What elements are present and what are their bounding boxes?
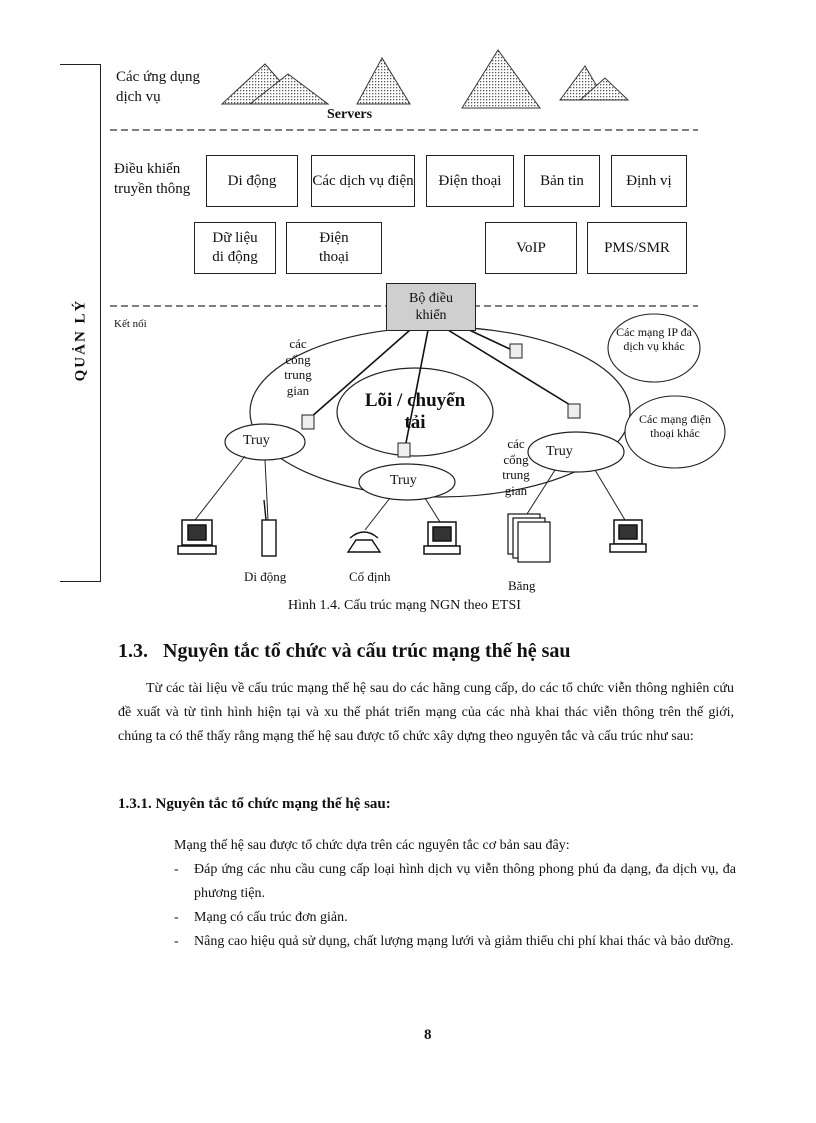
computer-icon <box>423 521 461 555</box>
access-ellipse-right <box>527 431 625 473</box>
ip-network-cloud <box>607 313 701 383</box>
phone-network-label: Các mạng điện thoại khác <box>639 412 711 441</box>
principles-list: Mạng thế hệ sau được tổ chức dựa trên cá… <box>170 834 736 954</box>
list-item: Nâng cao hiệu quả sử dụng, chất lượng mạ… <box>170 930 736 954</box>
section-number: 1.3. <box>118 640 148 662</box>
server-mountains-icon <box>220 49 630 109</box>
access-label-right: Truy <box>546 444 573 459</box>
gateway-icons <box>301 343 581 458</box>
access-ellipse-center <box>358 463 456 501</box>
service-box: Định vị <box>611 155 687 207</box>
subsection-title: Nguyên tắc tổ chức mạng thế hệ sau: <box>155 796 391 812</box>
section-paragraph-block: Từ các tài liệu về cấu trúc mạng thế hệ … <box>118 677 734 749</box>
terminal-label-broadband: Băng <box>508 578 536 593</box>
service-box: PMS/SMR <box>587 222 687 274</box>
telephone-icon <box>346 531 382 553</box>
subsection-number: 1.3.1. <box>118 796 152 812</box>
core-ellipse <box>336 367 494 457</box>
service-box: Điện thoại <box>286 222 382 274</box>
service-box: Dữ liệu di động <box>194 222 276 274</box>
service-box: VoIP <box>485 222 577 274</box>
section-title: Nguyên tắc tổ chức và cấu trúc mạng thế … <box>163 640 571 662</box>
gateways-label-left: các cổng trung gian <box>284 336 312 398</box>
section-paragraph: Từ các tài liệu về cấu trúc mạng thế hệ … <box>118 681 734 744</box>
subsection-heading: 1.3.1. Nguyên tắc tổ chức mạng thế hệ sa… <box>118 796 391 813</box>
applications-layer-label: Các ứng dụng dịch vụ <box>116 69 200 105</box>
ip-network-label: Các mạng IP đa dịch vụ khác <box>616 325 692 354</box>
controller-links <box>309 327 576 449</box>
service-box: Di động <box>206 155 298 207</box>
core-label: Lõi / chuyển tải <box>364 390 466 433</box>
terminal-label-mobile: Di động <box>244 569 287 584</box>
ngn-architecture-diagram <box>110 49 726 563</box>
section-heading: 1.3. Nguyên tắc tổ chức và cấu trúc mạng… <box>118 640 738 663</box>
access-links <box>194 455 626 531</box>
service-box: Điện thoại <box>426 155 514 207</box>
controller-box: Bộ điều khiển <box>386 283 476 331</box>
sidebar-frame <box>60 64 101 582</box>
list-item: Mạng có cấu trúc đơn giản. <box>170 906 736 930</box>
computer-icon <box>609 519 647 553</box>
access-label-center: Truy <box>390 473 417 488</box>
subsection-intro: Mạng thế hệ sau được tổ chức dựa trên cá… <box>174 838 570 853</box>
page-number: 8 <box>424 1027 432 1043</box>
connection-layer-label: Kết nối <box>114 318 147 330</box>
figure-caption: Hình 1.4. Cấu trúc mạng NGN theo ETSI <box>288 598 521 613</box>
broadband-server-icon <box>507 513 551 563</box>
list-item: Đáp ứng các nhu cầu cung cấp loại hình d… <box>170 858 736 906</box>
control-layer-label: Điều khiển truyền thông <box>114 161 191 197</box>
terminal-label-fixed: Cố định <box>349 569 391 584</box>
service-box: Các dịch vụ điện <box>311 155 415 207</box>
service-box: Bản tin <box>524 155 600 207</box>
phone-network-cloud <box>624 395 726 469</box>
computer-icon <box>177 519 217 555</box>
gateways-label-right: các cổng trung gian <box>502 436 530 498</box>
access-label-left: Truy <box>243 433 270 448</box>
mobile-phone-icon <box>261 499 277 557</box>
servers-label: Servers <box>327 107 373 122</box>
